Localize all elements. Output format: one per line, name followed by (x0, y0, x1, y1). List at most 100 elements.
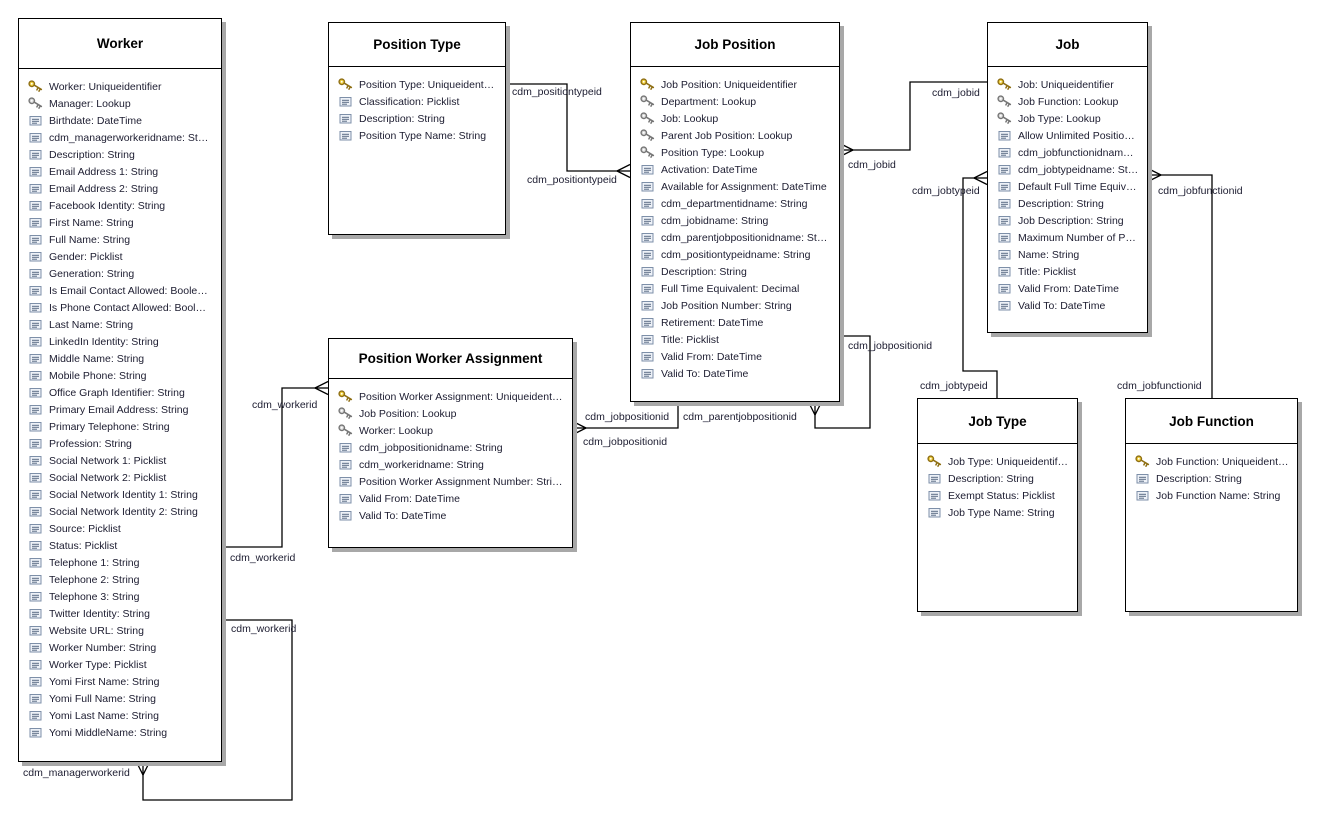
attribute-row[interactable]: cdm_departmentidname: String (631, 195, 839, 212)
attribute-row[interactable]: Description: String (1126, 470, 1297, 487)
attribute-row[interactable]: Position Type Name: String (329, 127, 505, 144)
attribute-row[interactable]: Position Worker Assignment: Uniqueident… (329, 388, 572, 405)
attribute-row[interactable]: Valid From: DateTime (329, 490, 572, 507)
attribute-row[interactable]: Valid From: DateTime (631, 348, 839, 365)
attribute-row[interactable]: cdm_jobpositionidname: String (329, 439, 572, 456)
attribute-row[interactable]: Source: Picklist (19, 520, 221, 537)
attribute-row[interactable]: Job: Uniqueidentifier (988, 76, 1147, 93)
attribute-row[interactable]: Website URL: String (19, 622, 221, 639)
attribute-row[interactable]: Description: String (918, 470, 1077, 487)
attribute-row[interactable]: Yomi MiddleName: String (19, 724, 221, 741)
attribute-row[interactable]: Yomi Last Name: String (19, 707, 221, 724)
attribute-row[interactable]: Social Network 2: Picklist (19, 469, 221, 486)
attribute-row[interactable]: Primary Email Address: String (19, 401, 221, 418)
attribute-row[interactable]: Classification: Picklist (329, 93, 505, 110)
attribute-row[interactable]: Description: String (631, 263, 839, 280)
attribute-row[interactable]: cdm_parentjobpositionidname: St… (631, 229, 839, 246)
attribute-row[interactable]: Social Network 1: Picklist (19, 452, 221, 469)
attribute-row[interactable]: Office Graph Identifier: String (19, 384, 221, 401)
connector-label: cdm_jobfunctionid (1158, 185, 1243, 197)
attribute-row[interactable]: cdm_managerworkeridname: St… (19, 129, 221, 146)
attribute-row[interactable]: Worker: Lookup (329, 422, 572, 439)
attribute-row[interactable]: Generation: String (19, 265, 221, 282)
attribute-row[interactable]: Default Full Time Equiv… (988, 178, 1147, 195)
attribute-row[interactable]: LinkedIn Identity: String (19, 333, 221, 350)
attribute-row[interactable]: Full Name: String (19, 231, 221, 248)
attribute-row[interactable]: Job Description: String (988, 212, 1147, 229)
attribute-row[interactable]: Description: String (988, 195, 1147, 212)
attribute-row[interactable]: Description: String (329, 110, 505, 127)
attribute-row[interactable]: Email Address 2: String (19, 180, 221, 197)
attribute-row[interactable]: Email Address 1: String (19, 163, 221, 180)
attribute-row[interactable]: Maximum Number of P… (988, 229, 1147, 246)
attribute-row[interactable]: cdm_positiontypeidname: String (631, 246, 839, 263)
attribute-row[interactable]: Social Network Identity 2: String (19, 503, 221, 520)
attribute-row[interactable]: Job Position: Lookup (329, 405, 572, 422)
attribute-row[interactable]: Job Type: Uniqueidentif… (918, 453, 1077, 470)
attribute-row[interactable]: Gender: Picklist (19, 248, 221, 265)
attribute-row[interactable]: Worker: Uniqueidentifier (19, 78, 221, 95)
attribute-row[interactable]: Profession: String (19, 435, 221, 452)
attribute-row[interactable]: cdm_jobfunctionidnam… (988, 144, 1147, 161)
attribute-row[interactable]: Title: Picklist (631, 331, 839, 348)
attribute-row[interactable]: Retirement: DateTime (631, 314, 839, 331)
attribute-row[interactable]: Job Type Name: String (918, 504, 1077, 521)
attribute-row[interactable]: Facebook Identity: String (19, 197, 221, 214)
attribute-row[interactable]: Job Position: Uniqueidentifier (631, 76, 839, 93)
attribute-row[interactable]: Telephone 2: String (19, 571, 221, 588)
attribute-row[interactable]: Manager: Lookup (19, 95, 221, 112)
attribute-row[interactable]: Valid From: DateTime (988, 280, 1147, 297)
attribute-row[interactable]: Last Name: String (19, 316, 221, 333)
attribute-row[interactable]: Name: String (988, 246, 1147, 263)
attribute-row[interactable]: Status: Picklist (19, 537, 221, 554)
attribute-label: Telephone 3: String (49, 590, 140, 603)
attribute-row[interactable]: Telephone 1: String (19, 554, 221, 571)
attribute-row[interactable]: Position Worker Assignment Number: Stri… (329, 473, 572, 490)
attribute-row[interactable]: cdm_jobtypeidname: St… (988, 161, 1147, 178)
attribute-row[interactable]: Activation: DateTime (631, 161, 839, 178)
attribute-row[interactable]: Telephone 3: String (19, 588, 221, 605)
attribute-row[interactable]: Mobile Phone: String (19, 367, 221, 384)
attribute-row[interactable]: Middle Name: String (19, 350, 221, 367)
attribute-row[interactable]: Primary Telephone: String (19, 418, 221, 435)
attribute-row[interactable]: Is Phone Contact Allowed: Bool… (19, 299, 221, 316)
attribute-row[interactable]: Allow Unlimited Positio… (988, 127, 1147, 144)
attribute-row[interactable]: Twitter Identity: String (19, 605, 221, 622)
attribute-row[interactable]: Valid To: DateTime (988, 297, 1147, 314)
attribute-row[interactable]: cdm_jobidname: String (631, 212, 839, 229)
attribute-row[interactable]: Position Type: Lookup (631, 144, 839, 161)
attribute-row[interactable]: Worker Number: String (19, 639, 221, 656)
attribute-row[interactable]: Available for Assignment: DateTime (631, 178, 839, 195)
attribute-row[interactable]: Position Type: Uniqueident… (329, 76, 505, 93)
attribute-row[interactable]: Is Email Contact Allowed: Boole… (19, 282, 221, 299)
attribute-row[interactable]: Job Position Number: String (631, 297, 839, 314)
attribute-row[interactable]: Valid To: DateTime (329, 507, 572, 524)
attribute-row[interactable]: Job Function: Lookup (988, 93, 1147, 110)
attribute-row[interactable]: First Name: String (19, 214, 221, 231)
attribute-row[interactable]: Description: String (19, 146, 221, 163)
attribute-row[interactable]: Full Time Equivalent: Decimal (631, 280, 839, 297)
attribute-row[interactable]: Exempt Status: Picklist (918, 487, 1077, 504)
attribute-row[interactable]: Yomi First Name: String (19, 673, 221, 690)
attribute-row[interactable]: Job Type: Lookup (988, 110, 1147, 127)
connector-label: cdm_positiontypeid (512, 86, 602, 98)
attribute-row[interactable]: Job Function Name: String (1126, 487, 1297, 504)
attribute-row[interactable]: Yomi Full Name: String (19, 690, 221, 707)
attribute-row[interactable]: Parent Job Position: Lookup (631, 127, 839, 144)
attribute-row[interactable]: Department: Lookup (631, 93, 839, 110)
attribute-row[interactable]: Title: Picklist (988, 263, 1147, 280)
attribute-row[interactable]: Valid To: DateTime (631, 365, 839, 382)
attribute-row[interactable]: cdm_workeridname: String (329, 456, 572, 473)
attribute-row[interactable]: Birthdate: DateTime (19, 112, 221, 129)
attribute-row[interactable]: Job Function: Uniqueident… (1126, 453, 1297, 470)
attribute-row[interactable]: Worker Type: Picklist (19, 656, 221, 673)
attribute-row[interactable]: Job: Lookup (631, 110, 839, 127)
attribute-row[interactable]: Social Network Identity 1: String (19, 486, 221, 503)
